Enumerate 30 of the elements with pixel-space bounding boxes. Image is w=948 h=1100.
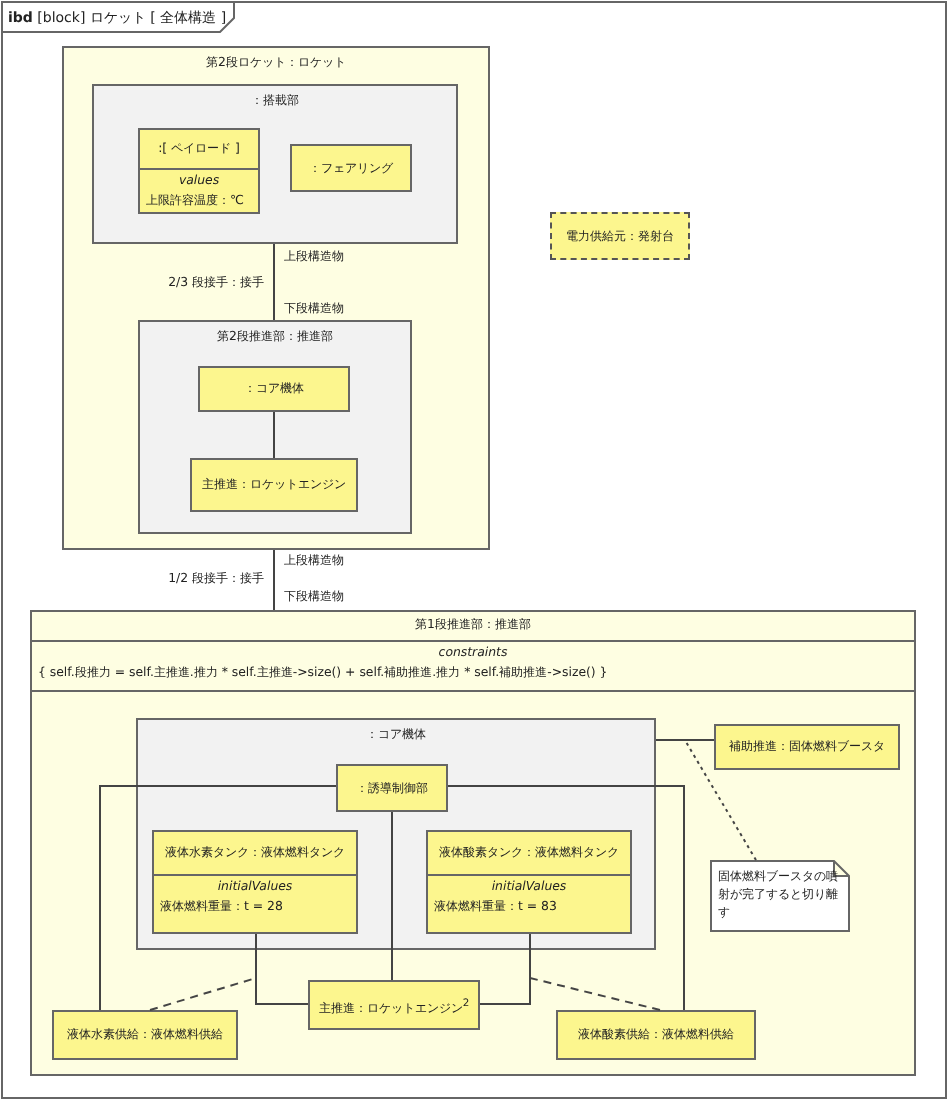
part-box [426,830,632,934]
connector [99,785,337,1011]
part-box [714,724,900,770]
external-part-box [550,212,690,260]
connector [447,785,685,1011]
connector [273,549,275,611]
anchor-line [685,741,757,861]
part-box [152,830,358,934]
part-box [290,144,412,192]
connector [273,243,275,321]
part-box [138,128,260,214]
connector [255,933,309,1005]
part-box [62,46,490,550]
connector [273,411,275,459]
part-box [138,320,412,534]
part-box [190,458,358,512]
part-box [198,366,350,412]
anchor-line [529,977,661,1011]
connector [655,739,715,741]
part-box [92,84,458,244]
part-box [336,764,448,812]
part-box [308,980,480,1030]
note-box [710,860,850,932]
connector [479,933,531,1005]
part-box [52,1010,238,1060]
connector [391,811,393,981]
part-box [136,718,656,950]
part-box [30,610,916,1076]
part-box [556,1010,756,1060]
anchor-line [149,977,257,1011]
